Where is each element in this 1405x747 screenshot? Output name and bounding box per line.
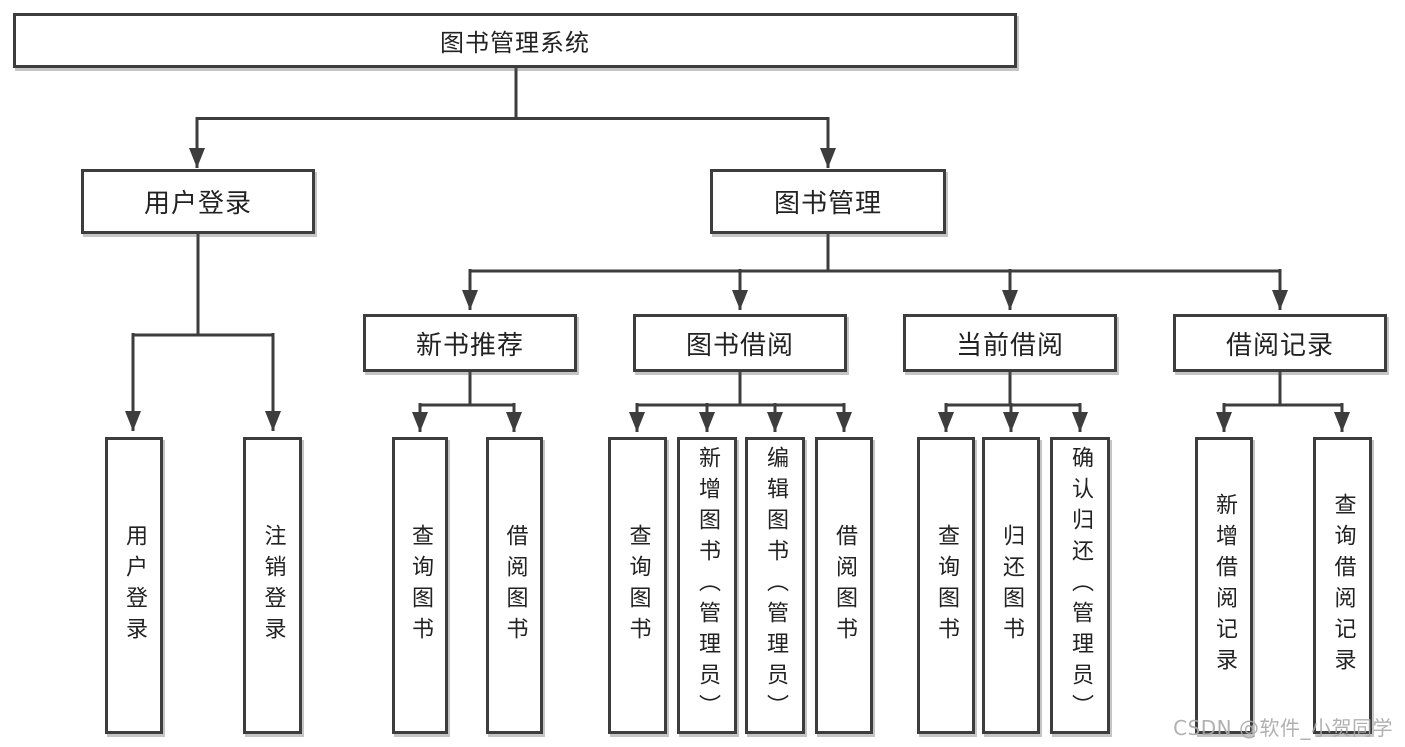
leaf-br-query-record: 查询借阅记录 [1313,437,1372,734]
leaf-logout: 注销登录 [243,437,302,734]
leaf-br-query-record-label: 查询借阅记录 [1330,492,1356,679]
leaf-nbr-borrow-books: 借阅图书 [486,437,543,734]
leaf-cb-return-books: 归还图书 [982,437,1040,734]
node-user-login-label: 用户登录 [143,189,252,219]
connector-borrow-records [1216,370,1350,432]
leaf-user-login-label: 用户登录 [122,523,147,648]
leaf-bb-borrow-books: 借阅图书 [815,437,873,734]
connector-new-book-recommend [412,370,522,432]
leaf-bb-edit-books-admin-label: 编辑图书（管理员） [763,446,788,725]
node-new-book-recommend-label: 新书推荐 [415,330,524,361]
connector-book-borrow [629,370,852,432]
leaf-cb-query-books: 查询图书 [917,437,975,734]
node-book-borrow: 图书借阅 [633,314,847,372]
node-book-borrow-label: 图书借阅 [685,330,794,361]
leaf-bb-borrow-books-label: 借阅图书 [832,523,857,648]
leaf-cb-return-books-label: 归还图书 [999,523,1024,648]
leaf-bb-query-books: 查询图书 [608,437,667,734]
leaf-bb-add-books-admin-label: 新增图书（管理员） [695,446,720,725]
leaf-user-login: 用户登录 [105,437,163,734]
leaf-bb-add-books-admin: 新增图书（管理员） [677,437,737,734]
leaf-nbr-query-books: 查询图书 [392,437,448,734]
leaf-bb-edit-books-admin: 编辑图书（管理员） [745,437,805,734]
node-user-login: 用户登录 [81,169,315,234]
leaf-cb-confirm-return-admin-label: 确认归还（管理员） [1068,446,1093,725]
connector-root [189,66,836,168]
node-root: 图书管理系统 [13,13,1017,68]
node-book-management: 图书管理 [710,169,946,234]
leaf-br-add-record-label: 新增借阅记录 [1212,492,1237,679]
node-new-book-recommend: 新书推荐 [363,314,577,372]
node-current-borrow-label: 当前借阅 [955,330,1064,361]
leaf-nbr-borrow-books-label: 借阅图书 [502,523,528,648]
connector-user-login [125,233,281,431]
leaf-br-add-record: 新增借阅记录 [1195,437,1253,734]
leaf-bb-query-books-label: 查询图书 [625,523,651,648]
leaf-logout-label: 注销登录 [260,523,286,648]
leaf-cb-query-books-label: 查询图书 [934,523,959,648]
node-borrow-records-label: 借阅记录 [1225,330,1334,361]
node-book-management-label: 图书管理 [773,189,882,219]
node-borrow-records: 借阅记录 [1173,314,1387,372]
node-current-borrow: 当前借阅 [903,314,1117,372]
leaf-nbr-query-books-label: 查询图书 [408,523,433,648]
node-root-label: 图书管理系统 [440,29,590,57]
leaf-cb-confirm-return-admin: 确认归还（管理员） [1050,437,1110,734]
csdn-watermark: CSDN @软件_小贺同学 [1173,716,1393,740]
connector-book-management [462,233,1288,310]
connector-current-borrow [938,370,1088,432]
